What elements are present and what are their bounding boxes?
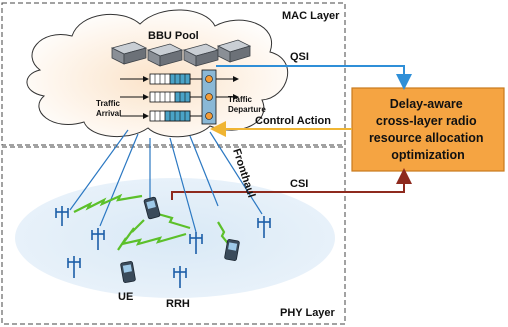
optimizer-label: Delay-aware cross-layer radio resource a… — [369, 97, 487, 162]
control-action-label: Control Action — [255, 115, 331, 127]
csi-arrow — [171, 168, 412, 200]
bbu-servers — [110, 39, 252, 67]
bbu-server-icon — [182, 43, 220, 67]
csi-label: CSI — [290, 178, 308, 190]
phy-layer-box — [1, 146, 346, 325]
phone-icon — [120, 261, 136, 283]
mac-layer-label: MAC Layer — [282, 10, 340, 22]
queue-system — [120, 69, 239, 125]
traffic-departure-label: Traffic Departure — [228, 95, 266, 114]
tower-icon — [173, 266, 187, 288]
rrh-label: RRH — [166, 298, 190, 310]
qsi-arrow — [216, 65, 412, 90]
qsi-label: QSI — [290, 51, 309, 63]
bbu-cloud — [26, 9, 289, 138]
bbu-server-icon — [216, 39, 252, 63]
bbu-server-icon — [110, 41, 148, 65]
ue-label: UE — [118, 291, 133, 303]
queue-buffer — [149, 110, 191, 122]
rrh-towers — [55, 206, 271, 288]
bbu-pool-title: BBU Pool — [148, 30, 199, 42]
bbu-server-icon — [146, 43, 184, 67]
wireless-links — [73, 193, 231, 251]
tower-icon — [55, 206, 69, 226]
traffic-arrival-label: Traffic Arrival — [96, 99, 122, 118]
ue-devices — [120, 196, 240, 283]
tower-icon — [91, 228, 105, 250]
tower-icon — [67, 256, 81, 278]
tower-icon — [189, 232, 203, 254]
queue-buffer — [149, 91, 191, 103]
phy-layer-label: PHY Layer — [280, 307, 336, 319]
mac-layer-box — [1, 2, 346, 146]
queue-buffer — [149, 73, 191, 85]
phone-icon — [143, 196, 161, 220]
phone-icon — [224, 239, 240, 261]
tower-icon — [257, 216, 271, 238]
optimizer-box — [351, 87, 505, 172]
